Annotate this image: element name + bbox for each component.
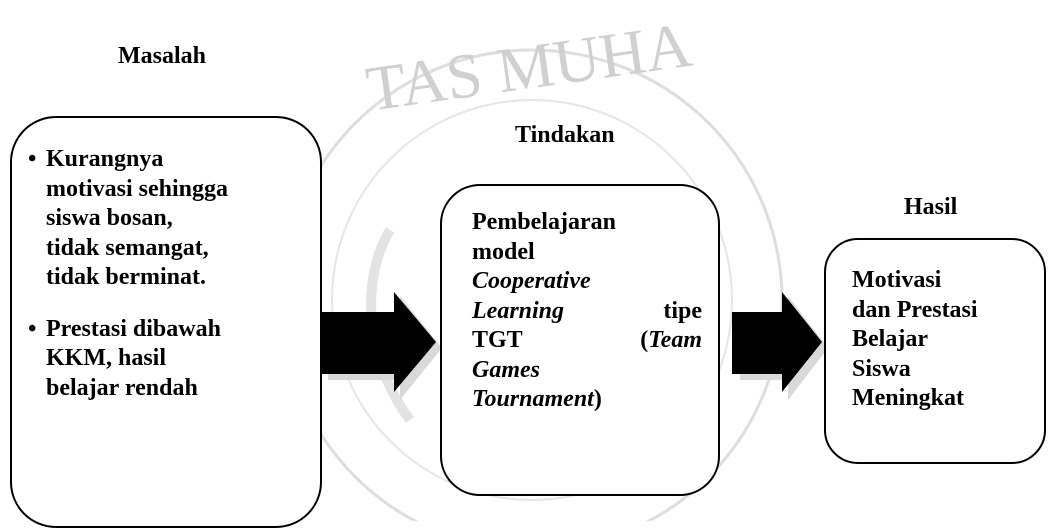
bullet-dot-icon: •	[28, 315, 37, 342]
problem-heading: Masalah	[118, 43, 207, 69]
result-box: Motivasi dan Prestasi Belajar Siswa Meni…	[824, 238, 1046, 464]
action-box: Pembelajaran model Cooperative Learning …	[440, 184, 720, 496]
result-heading: Hasil	[904, 194, 958, 220]
action-text: Pembelajaran model Cooperative Learning …	[472, 209, 702, 412]
problem-bullet-2: • Prestasi dibawah KKM, hasil belajar re…	[28, 315, 221, 401]
watermark-text: TAS MUHA	[362, 9, 696, 125]
problem-bullets: • Kurangnya motivasi sehingga siswa bosa…	[28, 145, 320, 403]
result-text: Motivasi dan Prestasi Belajar Siswa Meni…	[852, 267, 978, 411]
arrow-right-icon	[320, 292, 442, 400]
action-heading: Tindakan	[515, 122, 615, 148]
problem-bullet-1: • Kurangnya motivasi sehingga siswa bosa…	[28, 146, 229, 290]
bullet-dot-icon: •	[28, 146, 37, 172]
arrow-right-icon	[732, 292, 828, 400]
watermark-seal: TAS MUHA	[280, 9, 784, 521]
